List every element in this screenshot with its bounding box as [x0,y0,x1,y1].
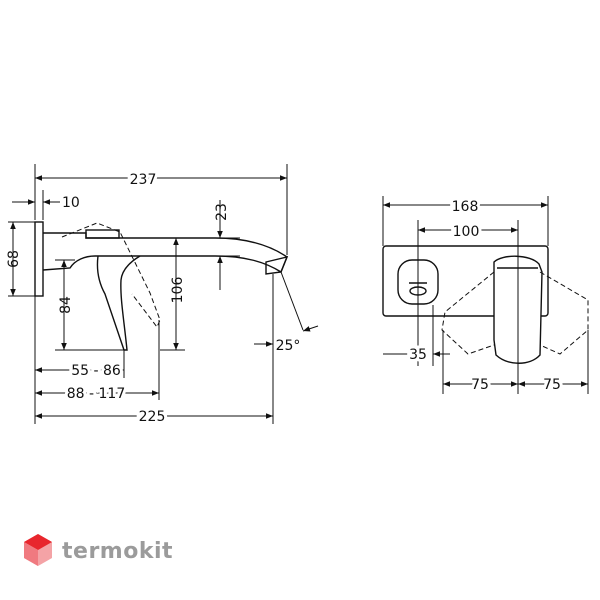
lever-dashed [61,222,161,328]
termokit-logo-icon [24,534,52,566]
dim-center-distance: 100 [453,224,480,240]
lever-dashed-right [539,271,589,355]
front-dimension-labels: 168 100 35 75 75 [406,196,564,396]
dim-offset: 35 [409,347,427,363]
wall-plate [34,221,44,297]
spout-cap [85,229,120,239]
brand-name: termokit [62,539,174,564]
dim-lever-right: 75 [543,377,561,393]
lever-outline [96,255,141,351]
dim-range-b: 88 - 117 [67,386,126,402]
side-dimension-lines [8,164,319,424]
dim-plate-height: 68 [6,250,22,268]
front-dimension-lines [382,196,589,394]
side-view [34,221,289,351]
dim-plate-width: 168 [452,199,479,215]
front-view [382,245,589,364]
dim-overall-length: 237 [130,172,157,188]
dim-range-a: 55 - 86 [71,363,121,379]
dim-wall-plate: 10 [62,195,80,211]
spout-outline [42,232,288,274]
dim-angle: 25° [276,338,301,354]
dim-spout-drop: 106 [170,277,186,304]
side-dimension-labels: 237 10 68 23 84 106 55 - 86 88 - 117 225… [6,169,301,428]
dim-lever-left: 75 [471,377,489,393]
lever-dashed-left [441,271,495,355]
dim-lever-height: 84 [58,296,74,314]
front-plate [382,245,549,317]
dim-spout-height: 23 [214,203,230,221]
dim-projection: 225 [139,409,166,425]
